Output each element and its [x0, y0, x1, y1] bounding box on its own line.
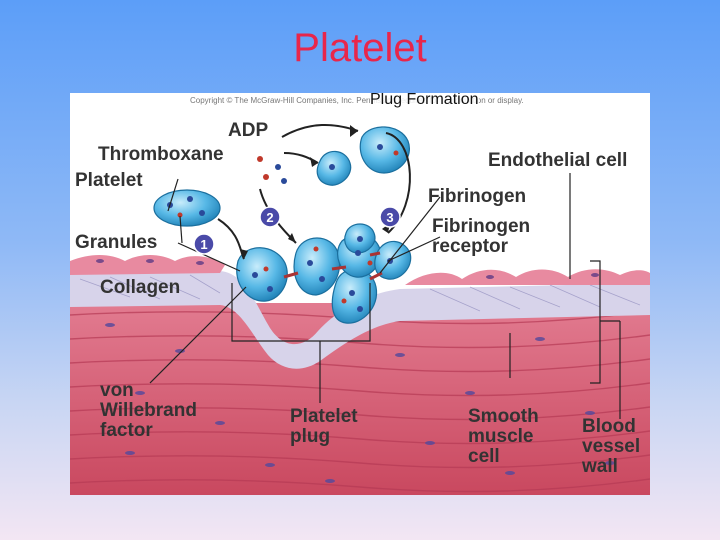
step-3-number: 3: [386, 210, 393, 225]
activated-platelet-1: [236, 247, 288, 302]
label-von-willebrand-factor: von Willebrand factor: [100, 380, 197, 441]
platelet-plug-diagram: 1 2 3 Copyright © The McGraw-Hill Compan…: [70, 93, 650, 495]
activated-platelet-8: [359, 126, 410, 174]
copyright-notice: Copyright © The McGraw-Hill Companies, I…: [190, 96, 524, 105]
diagram-illustration: 1 2 3: [70, 124, 650, 495]
activated-platelet-2: [293, 237, 341, 296]
label-thromboxane: Thromboxane: [98, 144, 224, 165]
label-granules: Granules: [75, 232, 158, 253]
smooth-muscle-layer: [70, 303, 650, 495]
step-1-badge: [193, 233, 215, 255]
label-platelet-plug: Platelet plug: [290, 406, 358, 447]
label-adp: ADP: [228, 120, 269, 141]
slide-subtitle: Plug Formation: [370, 93, 479, 109]
label-blood-vessel-wall: Blood vessel wall: [582, 416, 641, 477]
label-endothelial-cell: Endothelial cell: [488, 150, 628, 171]
label-fibrinogen: Fibrinogen: [428, 186, 527, 207]
slide-title: Platelet: [293, 26, 427, 70]
step-1-number: 1: [200, 237, 207, 252]
step-badges: 1 2 3: [193, 206, 401, 255]
label-platelet: Platelet: [75, 170, 143, 191]
label-collagen: Collagen: [100, 277, 181, 298]
step-2-number: 2: [266, 210, 273, 225]
step-3-badge: [379, 206, 401, 228]
free-platelet: [153, 189, 221, 227]
step-2-badge: [259, 206, 281, 228]
endothelium-layer: [70, 255, 225, 275]
label-fibrinogen-receptor: Fibrinogen receptor: [432, 216, 531, 257]
label-smooth-muscle-cell: Smooth muscle cell: [468, 406, 539, 467]
